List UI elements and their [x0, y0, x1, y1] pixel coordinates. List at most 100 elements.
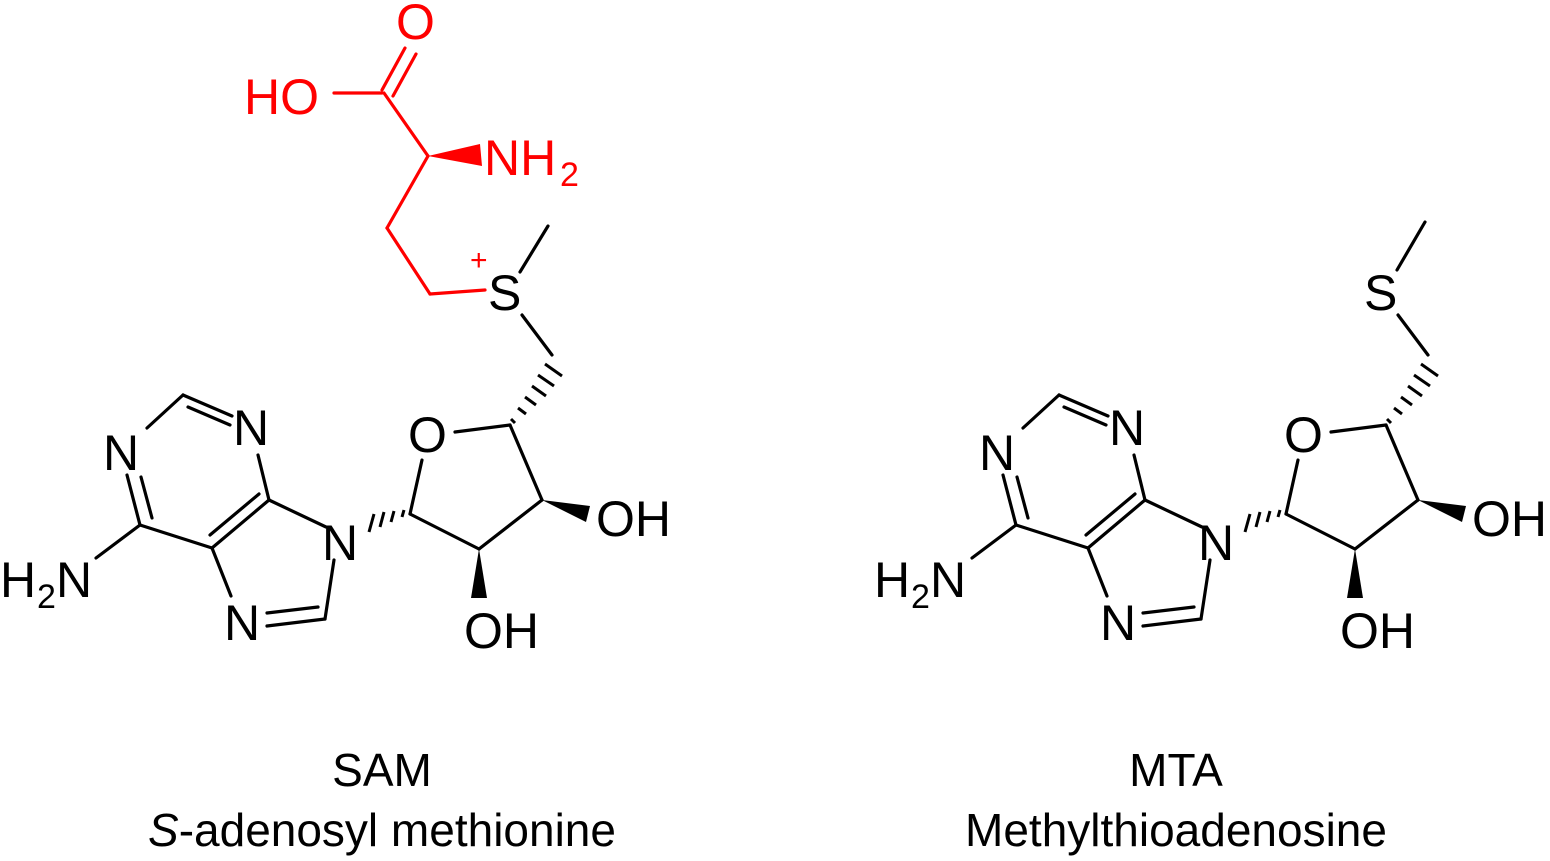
- n9-c8-bond: [323, 558, 336, 621]
- c2-n3-bond: [1057, 393, 1110, 418]
- c6-n1-double: [1015, 475, 1030, 520]
- mta-structure: S N N O N N OH OH H 2 N: [874, 220, 1547, 659]
- sam-amine-h: H: [0, 552, 36, 608]
- c5-c6-bond: [1014, 523, 1090, 550]
- alpha-beta-bond: [385, 154, 430, 230]
- beta-gamma-bond: [385, 226, 432, 296]
- sam-n1: N: [103, 425, 139, 481]
- c8-n7-bond: [265, 617, 327, 628]
- c2-oh-wedge: [471, 549, 487, 598]
- mta-n7: N: [1100, 595, 1136, 651]
- s-methyl-bond: [518, 224, 550, 274]
- c8-n7-double: [265, 605, 320, 615]
- co-double-bond-b: [391, 52, 418, 98]
- c4-c5-bond: [1086, 498, 1147, 550]
- co-double-bond-a: [380, 46, 407, 92]
- mta-ribose-ring: [1284, 423, 1466, 598]
- c6-n1-bond: [125, 473, 142, 527]
- sam-sulfonium-charge: +: [470, 244, 488, 277]
- c2-c1-bond: [1284, 512, 1357, 551]
- sam-amine-n: N: [56, 552, 92, 608]
- sam-amine-nh: NH: [484, 130, 556, 186]
- sam-hydroxyl-ho: HO: [244, 69, 319, 125]
- mta-adenine: [970, 393, 1212, 628]
- c1-n9-hashed-bond: [1243, 509, 1282, 533]
- c3-oh-wedge: [1418, 500, 1466, 522]
- c6-nh2-bond: [970, 523, 1018, 560]
- c6-n1-double: [139, 475, 154, 520]
- c1-o-bond: [408, 458, 424, 516]
- mta-n1: N: [979, 425, 1015, 481]
- mta-n9: N: [1198, 515, 1234, 571]
- mta-amine-h-subscript: 2: [911, 578, 930, 616]
- c2-c1-bond: [408, 512, 481, 551]
- sam-name-rest: -adenosyl methionine: [179, 804, 616, 856]
- c4-c5-bond: [210, 498, 271, 550]
- n1-c2-bond: [145, 393, 185, 430]
- c4-n9-bond: [267, 498, 328, 529]
- n3-c4-bond: [1132, 453, 1147, 502]
- sam-name-italic-s: S: [148, 804, 179, 856]
- carboxyl-alpha-bond: [382, 91, 430, 158]
- o-c4-bond: [1329, 423, 1388, 434]
- c3-c2-bond: [1353, 498, 1420, 551]
- sam-sulfonium-s: S: [488, 265, 521, 321]
- mta-full-name: Methylthioadenosine: [965, 804, 1387, 856]
- c8-n7-bond: [1141, 617, 1203, 628]
- c2-n3-double: [186, 405, 232, 427]
- c2-n3-double: [1062, 405, 1108, 427]
- c2-oh-wedge: [1347, 549, 1363, 598]
- c4-c3-bond: [1384, 423, 1420, 502]
- sam-amine-h-subscript: 2: [37, 578, 56, 616]
- c4-c5-double: [208, 492, 261, 537]
- n3-c4-bond: [256, 453, 271, 502]
- sam-ring-o: O: [408, 407, 447, 463]
- sam-adenine: [94, 393, 336, 628]
- sam-abbreviation: SAM: [332, 744, 432, 796]
- s-ch2-bond: [1396, 313, 1430, 357]
- sam-full-name: S-adenosyl methionine: [148, 804, 616, 856]
- n1-c2-bond: [1021, 393, 1061, 430]
- c1-o-bond: [1284, 458, 1300, 516]
- s-ch2-bond: [520, 313, 554, 357]
- mta-ring-o: O: [1284, 407, 1323, 463]
- c4-n9-bond: [1143, 498, 1204, 529]
- c5-c6-bond: [138, 523, 214, 550]
- nh2-wedge-bond: [428, 144, 482, 166]
- n9-c8-bond: [1199, 558, 1212, 621]
- sam-n3: N: [233, 400, 269, 456]
- sam-carbonyl-o: O: [396, 0, 435, 50]
- sam-oh-2: OH: [464, 603, 539, 659]
- c3-oh-wedge: [542, 500, 590, 522]
- mta-thioether-s: S: [1364, 265, 1397, 321]
- mta-n3: N: [1109, 400, 1145, 456]
- sam-n7: N: [224, 595, 260, 651]
- sam-ribose-ring: [408, 423, 590, 598]
- c5-n7-bond: [1086, 546, 1109, 598]
- mta-amine-n: N: [930, 552, 966, 608]
- sam-n9: N: [322, 515, 358, 571]
- c1-n9-hashed-bond: [367, 509, 406, 533]
- c8-n7-double: [1141, 605, 1196, 615]
- sam-amine-subscript: 2: [560, 156, 579, 194]
- sam-structure: O HO NH 2 + S N N O N N OH OH H 2 N: [0, 0, 671, 659]
- c4-ch2-hashed-bond: [1385, 362, 1439, 425]
- gamma-s-bond: [428, 288, 487, 296]
- mta-abbreviation: MTA: [1129, 744, 1223, 796]
- c6-nh2-bond: [94, 523, 142, 560]
- mta-oh-2: OH: [1340, 603, 1415, 659]
- c5-n7-bond: [210, 546, 233, 598]
- c2-n3-bond: [181, 393, 234, 418]
- sam-oh-3: OH: [596, 491, 671, 547]
- c4-ch2-hashed-bond: [509, 362, 563, 425]
- s-methyl-bond: [1395, 220, 1427, 272]
- mta-oh-3: OH: [1472, 491, 1547, 547]
- c4-c3-bond: [508, 423, 544, 502]
- c4-c5-double: [1084, 492, 1137, 537]
- o-c4-bond: [453, 423, 512, 434]
- c3-c2-bond: [477, 498, 544, 551]
- c6-n1-bond: [1001, 473, 1018, 527]
- mta-amine-h: H: [874, 552, 910, 608]
- sam-methionine-chain: [332, 46, 487, 296]
